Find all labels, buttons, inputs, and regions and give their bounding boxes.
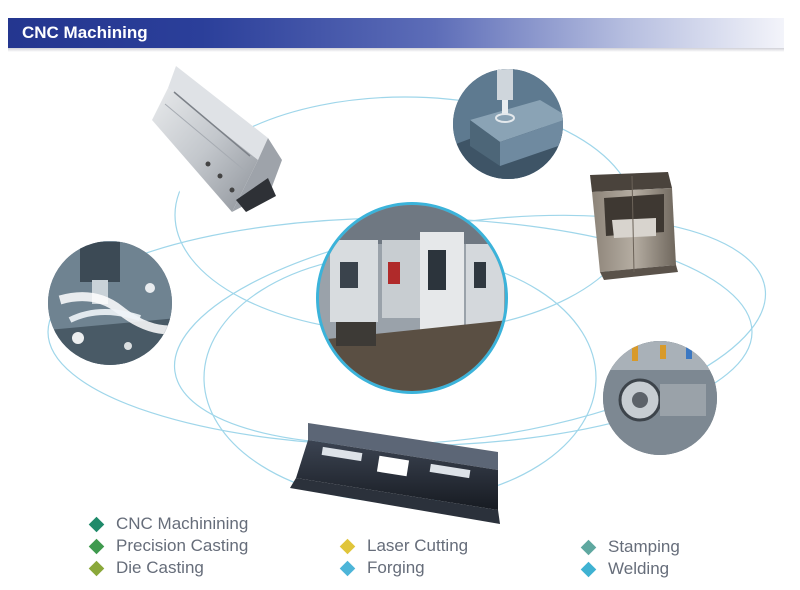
- legend-column-1: CNC Machinining Precision Casting Die Ca…: [88, 513, 248, 579]
- legend-label: Laser Cutting: [367, 536, 469, 555]
- legend-item: Laser Cutting: [339, 535, 468, 557]
- page-title: CNC Machining: [22, 23, 148, 42]
- legend-item: Welding: [580, 558, 680, 580]
- steel-bracket-image: [290, 423, 500, 524]
- lathe-chuck-image: [603, 341, 717, 455]
- diamond-bullet-icon: [580, 561, 597, 577]
- sheet-metal-box-image: [590, 172, 678, 280]
- legend-item: Stamping: [580, 536, 680, 558]
- legend-label: CNC Machinining: [116, 514, 249, 533]
- legend-column-3: Stamping Welding: [580, 536, 680, 580]
- legend-item: Precision Casting: [88, 535, 248, 557]
- legend-item: CNC Machinining: [88, 513, 248, 535]
- header-shadow: [8, 48, 784, 52]
- legend-label: Die Casting: [116, 558, 204, 577]
- drilling-spindle-image: [453, 69, 563, 179]
- legend-label: Welding: [608, 559, 670, 578]
- header-bar: CNC Machining: [8, 18, 784, 48]
- diamond-bullet-icon: [88, 516, 105, 532]
- coolant-milling-image: [48, 241, 172, 365]
- diamond-bullet-icon: [88, 560, 105, 576]
- legend-item: Forging: [339, 557, 468, 579]
- diamond-bullet-icon: [339, 538, 356, 554]
- legend-item: Die Casting: [88, 557, 248, 579]
- legend-label: Stamping: [608, 537, 680, 556]
- legend-label: Forging: [367, 558, 425, 577]
- aluminum-extrusion-rail-image: [150, 62, 282, 212]
- machine-shop-floor-image: [316, 202, 508, 394]
- diamond-bullet-icon: [580, 539, 597, 555]
- diamond-bullet-icon: [88, 538, 105, 554]
- legend-label: Precision Casting: [116, 536, 249, 555]
- diamond-bullet-icon: [339, 560, 356, 576]
- legend-column-2: Laser Cutting Forging: [339, 535, 468, 579]
